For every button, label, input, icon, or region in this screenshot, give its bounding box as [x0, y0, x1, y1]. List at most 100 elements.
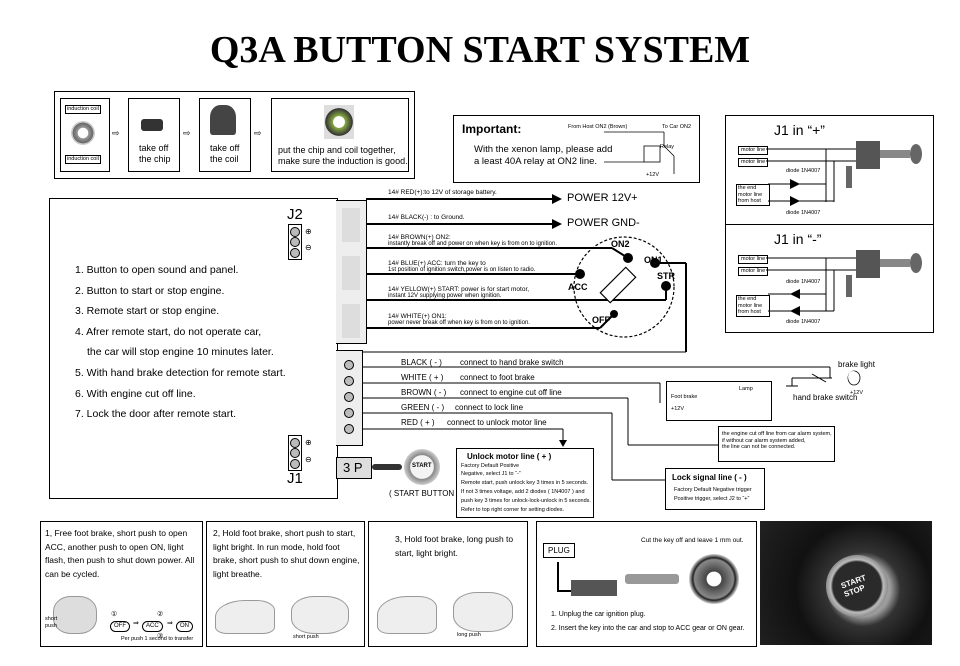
chip-coil-step-label: put the chip and coil together, make sur… [278, 145, 408, 166]
important-note: Important: With the xenon lamp, please a… [453, 115, 700, 183]
j1-pin [290, 459, 300, 469]
foot-press-image [215, 600, 275, 634]
j1-minus-door: the end motor line from host [736, 295, 770, 317]
foot-brake-label: Foot brake [671, 394, 698, 400]
arrow-icon: ⇨ [254, 128, 262, 138]
wire-white-label: 14# WHITE(+) ON1: [388, 313, 447, 320]
bottom-connector-pin [344, 424, 354, 434]
start-button-cable [372, 464, 402, 470]
wire-white-sub: power never break off when key is from o… [388, 320, 530, 326]
arrow-icon: ⇨ [112, 128, 120, 138]
wire-brown-label: 14# BROWN(+) ON2: [388, 234, 451, 241]
coil-label-bottom: induction coil [65, 155, 101, 164]
relay-schematic [604, 131, 675, 174]
3p-connector: 3 P [336, 457, 372, 479]
panel3-long-push: long push [457, 632, 481, 638]
function-item: 3. Remote start or stop engine. [75, 305, 220, 318]
coil-step-label: take off the coil [210, 143, 240, 164]
start-button-label: ( START BUTTON ) [389, 489, 460, 498]
wire-green-desc: connect to lock line [455, 403, 524, 412]
start-button-face: START [412, 463, 432, 469]
ignition-off: OFF [592, 315, 610, 325]
ignition-on1: ON1 [644, 255, 663, 265]
hand-brake-label: hand brake switch [793, 393, 858, 402]
function-item: 2. Button to start or stop engine. [75, 284, 225, 297]
bottom-connector-pin [344, 360, 354, 370]
unlock-line: Refer to top right corner for setting di… [461, 507, 565, 513]
cutoff-note: the engine cut off line from car alarm s… [718, 426, 835, 462]
seq-acc: ACC [142, 621, 163, 632]
bottom-connector-pin [344, 408, 354, 418]
arrow-icon: ⇨ [183, 128, 191, 138]
function-item: 1. Button to open sound and panel. [75, 264, 239, 276]
function-item: 5. With hand brake detection for remote … [75, 366, 286, 379]
start-button[interactable]: START [404, 449, 440, 485]
panel1-short-push: short push [45, 616, 58, 629]
j2-pin [290, 227, 300, 237]
connector-slot [342, 208, 360, 242]
panel3-text: 3, Hold foot brake, long push to start, … [395, 534, 514, 558]
j1-plus-motor1: motor line [738, 146, 769, 155]
wire-blue-label: 14# BLUE(+) ACC: turn the key to [388, 260, 486, 267]
j2-pin [290, 237, 300, 247]
wire-green-color: GREEN ( - ) [401, 403, 445, 412]
wire-brown-sub: instantly break off and power on when ke… [388, 241, 557, 247]
wire-black-color: BLACK ( - ) [401, 358, 442, 367]
instruction-panel-2: 2, Hold foot brake, short push to start,… [206, 521, 365, 647]
panel1-mark1: ① [111, 611, 118, 618]
wire-black-desc: connect to hand brake switch [460, 358, 564, 367]
j2-jumper [288, 224, 302, 260]
function-list: 1. Button to open sound and panel. 2. Bu… [75, 260, 286, 425]
j1-jumper [288, 435, 302, 471]
wire-blue-sub: 1st position of ignition switch,power is… [388, 267, 536, 273]
coil-removal-image [210, 105, 236, 135]
panel1-mark3: ③ [157, 633, 164, 640]
hand-press-image [291, 596, 349, 634]
lock-title: Lock signal line ( - ) [672, 473, 747, 482]
lock-line: Positive trigger, select J2 to “+” [674, 496, 750, 502]
plug-label: PLUG [543, 543, 575, 558]
key-image [625, 574, 679, 584]
unlock-line: push key 3 times for unlock-lock-unlock … [461, 498, 591, 504]
j1-pin [290, 448, 300, 458]
connector-slot [342, 304, 360, 338]
power-12v-label: POWER 12V+ [567, 192, 638, 204]
panel1-mark2: ② [157, 611, 164, 618]
j1-minus-schematic [766, 250, 922, 316]
power-gnd-label: POWER GND- [567, 217, 640, 229]
j1-minus-title: J1 in “-” [774, 231, 822, 247]
ignition-str: STR [657, 271, 675, 281]
relay-to-car: To Car ON2 [662, 124, 692, 130]
important-text: With the xenon lamp, please add a least … [474, 144, 613, 167]
3p-label: 3 P [343, 460, 363, 475]
wire-red-label: 14# RED(+):to 12V of storage battery. [388, 189, 497, 196]
hand-press-image [453, 592, 513, 632]
lock-line: Factory Default Negative trigger [674, 487, 752, 493]
bottom-connector-pin [344, 392, 354, 402]
panel1-text: 1, Free foot brake, short push to open A… [45, 528, 195, 579]
coil-removal-photo: take off the coil [199, 98, 251, 172]
j1-minus-motor1: motor line [738, 255, 769, 264]
relay-label: Relay [660, 144, 675, 150]
wire-white-desc: connect to foot brake [460, 373, 535, 382]
brake-light-label: brake light [838, 360, 875, 369]
j1-plus-door: the end motor line from host [736, 184, 770, 206]
relay-12v: +12V [646, 172, 659, 178]
start-stop-photo: START STOP [760, 521, 932, 645]
panel1-caption: Per push 1 second to transfer [121, 636, 194, 642]
panel4-step: 2. Insert the key into the car and stop … [551, 625, 745, 632]
j1-pin [290, 438, 300, 448]
unlock-line: Remote start, push unlock key 3 times in… [461, 480, 589, 486]
unlock-line: Negative, select J1 to “-” [461, 471, 521, 477]
j2-label: J2 [287, 206, 303, 223]
foot-brake-box: Foot brake Lamp +12V [666, 381, 772, 421]
j1-label: J1 [287, 470, 303, 487]
lamp-label: Lamp [739, 386, 753, 392]
function-item: 6. With engine cut off line. [75, 387, 196, 400]
plug-connector [571, 580, 617, 596]
chip-coil-photo: put the chip and coil together, make sur… [271, 98, 409, 172]
brake-light-icon [848, 371, 858, 383]
wire-brown-desc: connect to engine cut off line [460, 388, 562, 397]
j2-minus-symbol: ⊖ [305, 243, 312, 252]
